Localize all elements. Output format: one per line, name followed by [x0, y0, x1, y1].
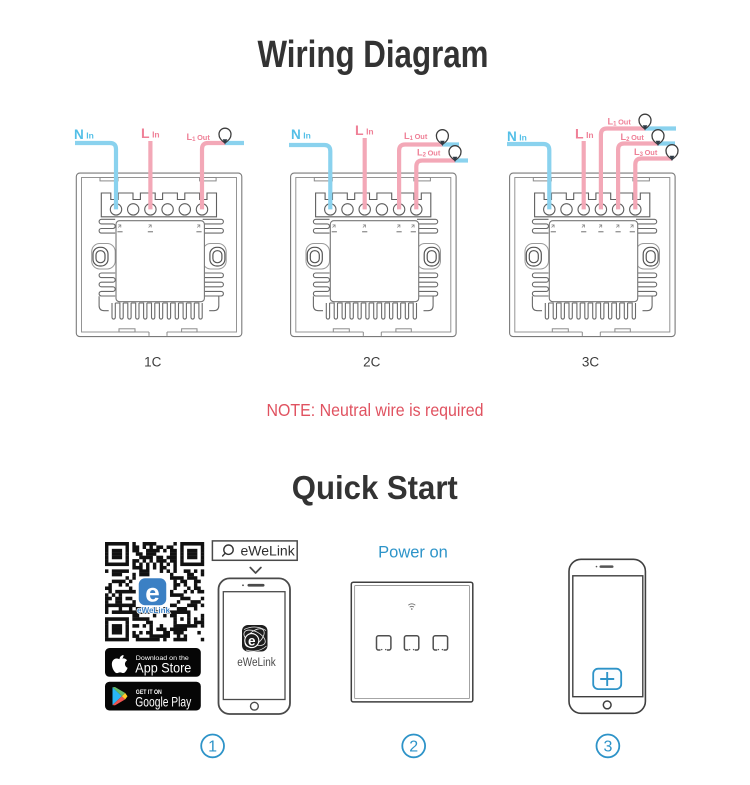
- svg-text:3: 3: [603, 739, 612, 756]
- svg-text:GET IT ON: GET IT ON: [136, 689, 162, 696]
- svg-text:Wiring Diagram: Wiring Diagram: [258, 34, 489, 76]
- svg-text:3C: 3C: [582, 355, 600, 370]
- svg-text:Download on the: Download on the: [136, 655, 189, 662]
- svg-text:Power on: Power on: [378, 544, 448, 562]
- svg-text:Google Play: Google Play: [135, 695, 191, 710]
- svg-text:1C: 1C: [144, 355, 162, 370]
- svg-text:App Store: App Store: [135, 661, 191, 676]
- svg-text:eWeLink: eWeLink: [241, 543, 296, 559]
- svg-text:Quick Start: Quick Start: [292, 470, 458, 507]
- svg-text:e: e: [145, 578, 159, 608]
- svg-text:eWeLink: eWeLink: [137, 605, 170, 615]
- svg-text:1: 1: [208, 739, 217, 756]
- svg-text:2C: 2C: [363, 355, 381, 370]
- svg-text:eWeLink: eWeLink: [237, 655, 276, 669]
- svg-text:NOTE: Neutral wire is required: NOTE: Neutral wire is required: [267, 400, 484, 420]
- svg-text:2: 2: [409, 739, 418, 756]
- svg-text:e: e: [248, 634, 256, 649]
